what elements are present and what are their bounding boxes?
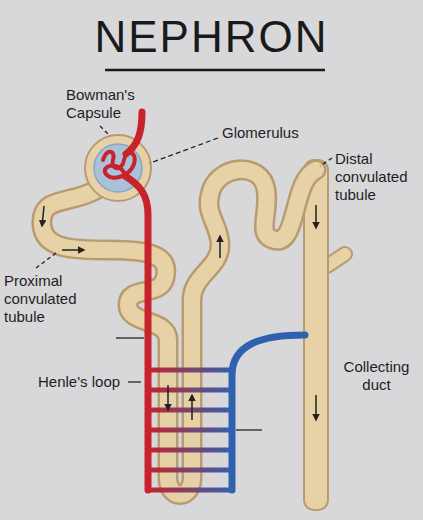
capillary-network: [148, 370, 232, 490]
leader-lines: [36, 126, 332, 430]
collecting-duct-shape: [304, 160, 345, 510]
blood-vessels: [103, 112, 305, 490]
bowmans-capsule-label: Bowman's Capsule: [66, 86, 146, 122]
distal-tubule-label: Distal convulated tubule: [335, 150, 415, 204]
renal-tubule: [42, 170, 316, 495]
collecting-duct-label: Collecting duct: [338, 358, 415, 394]
title-underline: [105, 69, 325, 72]
proximal-tubule-label: Proximal convulated tubule: [4, 272, 86, 326]
glomerulus-label: Glomerulus: [222, 124, 317, 142]
glomerulus-capillaries: [103, 152, 135, 178]
henle-loop-label: Henle's loop: [38, 373, 126, 391]
diagram-title: NEPHRON: [0, 12, 423, 62]
